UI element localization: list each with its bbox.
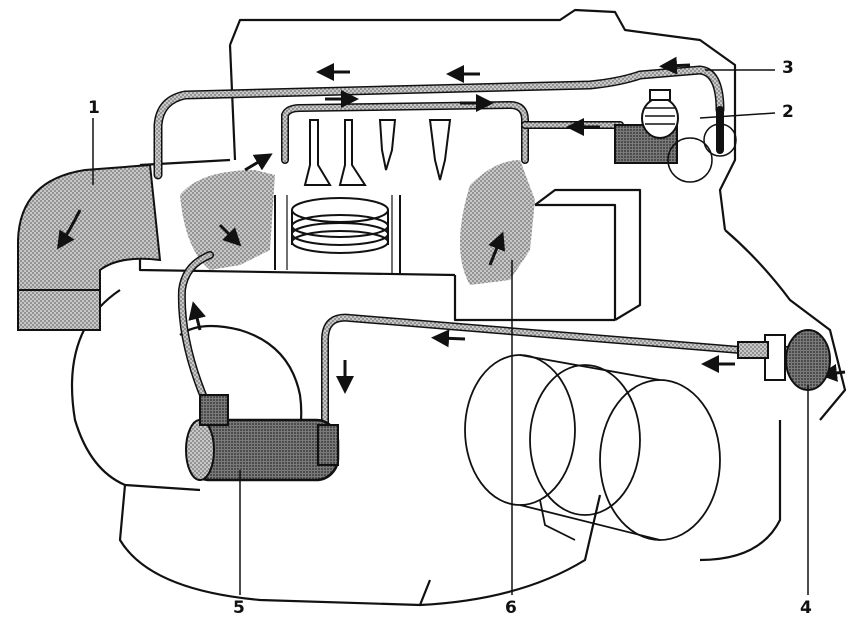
callout-1: 1 xyxy=(88,98,100,118)
leader-lines xyxy=(92,69,809,595)
flow-arrows xyxy=(188,56,846,394)
callout-5: 5 xyxy=(233,598,245,618)
crank-pulley xyxy=(464,354,721,541)
cylinder-cutaway xyxy=(274,195,401,275)
fuel-lines xyxy=(153,65,794,434)
lift-pump xyxy=(737,329,831,391)
callout-4: 4 xyxy=(800,598,812,618)
callout-3: 3 xyxy=(782,58,794,78)
callout-2: 2 xyxy=(782,102,794,122)
callout-6: 6 xyxy=(505,598,517,618)
inlet-elbow xyxy=(17,163,162,331)
valves xyxy=(303,119,452,186)
inlet-manifold-shading xyxy=(180,160,535,285)
fuel-filter xyxy=(185,394,340,482)
filter-head xyxy=(614,89,737,183)
